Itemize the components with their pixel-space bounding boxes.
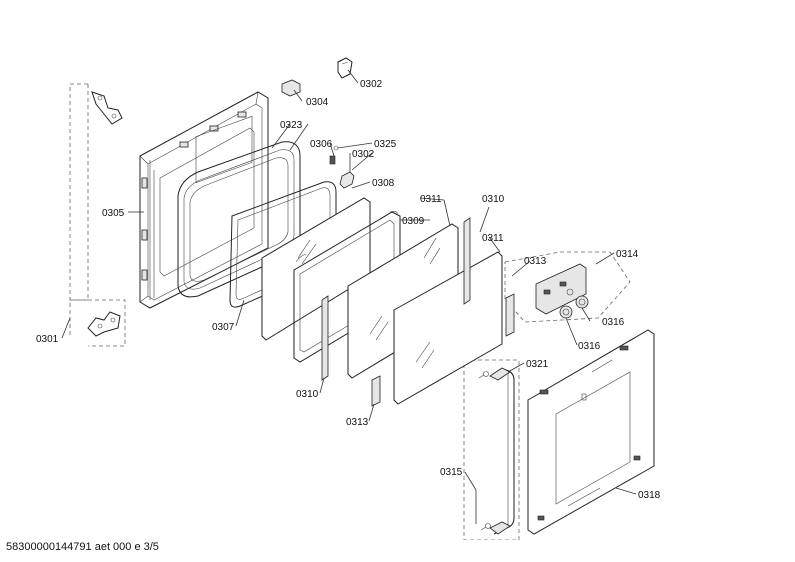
label-0313-right: 0313 bbox=[524, 256, 547, 267]
label-0305: 0305 bbox=[102, 208, 125, 219]
hinge-top bbox=[91, 91, 123, 125]
label-0302-top: 0302 bbox=[360, 79, 383, 90]
clip-0306 bbox=[329, 155, 336, 165]
label-0306: 0306 bbox=[310, 139, 333, 150]
label-0302-mid: 0302 bbox=[352, 149, 375, 160]
hinge-group-outline bbox=[69, 83, 126, 347]
label-0309: 0309 bbox=[402, 216, 425, 227]
handle-group-outline bbox=[463, 359, 520, 540]
label-0318: 0318 bbox=[638, 490, 661, 501]
outer-door-panel bbox=[527, 329, 655, 535]
label-0311-top: 0311 bbox=[420, 194, 442, 205]
label-0323: 0323 bbox=[280, 120, 303, 131]
label-0307: 0307 bbox=[212, 322, 235, 333]
label-0311-right: 0311 bbox=[482, 233, 504, 244]
clip-0325 bbox=[333, 145, 339, 151]
clip-0302-top bbox=[337, 57, 353, 79]
label-0321: 0321 bbox=[526, 359, 549, 370]
glass-pane-outer bbox=[393, 251, 503, 405]
label-0314: 0314 bbox=[616, 249, 639, 260]
control-knob-1 bbox=[575, 295, 589, 309]
handle-screw-bottom bbox=[480, 523, 491, 531]
hinge-bottom bbox=[87, 311, 121, 337]
door-handle bbox=[489, 367, 515, 535]
inner-door-frame bbox=[139, 91, 269, 309]
label-0316-a: 0316 bbox=[602, 317, 625, 328]
control-panel-bracket bbox=[535, 263, 587, 315]
label-0308: 0308 bbox=[372, 178, 395, 189]
control-knob-2 bbox=[559, 305, 573, 319]
retainer-right bbox=[505, 293, 515, 337]
spacer-strip-left bbox=[321, 295, 329, 381]
clip-0302-mid bbox=[339, 171, 355, 189]
label-0301: 0301 bbox=[36, 334, 59, 345]
exploded-parts-diagram: 0301 0302 0302 0304 0305 0306 0307 0308 … bbox=[36, 57, 661, 540]
label-0325: 0325 bbox=[374, 139, 397, 150]
label-0315: 0315 bbox=[440, 467, 463, 478]
label-0310-top: 0310 bbox=[482, 194, 505, 205]
bracket-0304 bbox=[281, 79, 301, 97]
label-0316-b: 0316 bbox=[578, 341, 601, 352]
handle-screw-top bbox=[478, 371, 489, 379]
label-0313-bottom: 0313 bbox=[346, 417, 369, 428]
document-reference: 58300000144791 aet 000 e 3/5 bbox=[6, 541, 159, 553]
label-0304: 0304 bbox=[306, 97, 329, 108]
label-0310-bottom: 0310 bbox=[296, 389, 319, 400]
retainer-left bbox=[371, 375, 381, 407]
leader-lines bbox=[61, 69, 637, 524]
spacer-strip-right bbox=[463, 217, 471, 305]
